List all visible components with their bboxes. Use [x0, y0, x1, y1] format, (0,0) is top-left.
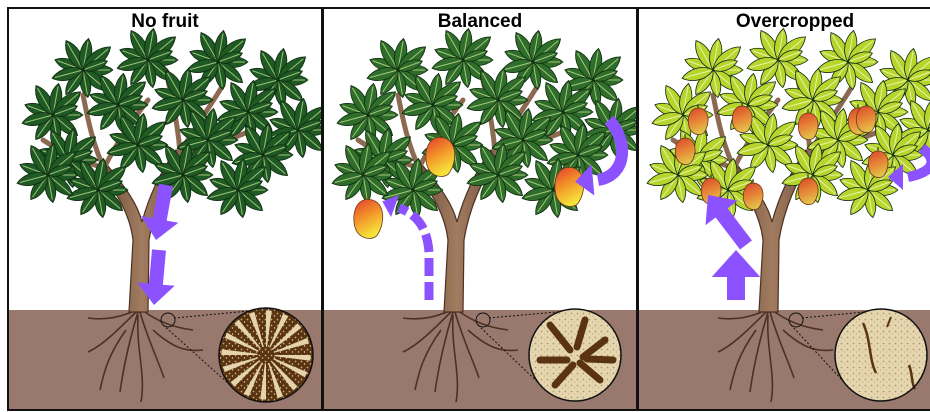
panel-balanced: Balanced: [323, 8, 645, 410]
panel-title: No fruit: [131, 11, 199, 32]
panel-overcropped: Overcropped: [638, 8, 930, 410]
root-cross-section-icon: [835, 309, 927, 401]
panel-title: Overcropped: [736, 11, 854, 32]
panel-title: Balanced: [438, 11, 522, 32]
root-cross-section-icon: [529, 309, 621, 401]
root-cross-section-icon: [219, 308, 313, 402]
panel-no-fruit: No fruit: [8, 8, 330, 410]
